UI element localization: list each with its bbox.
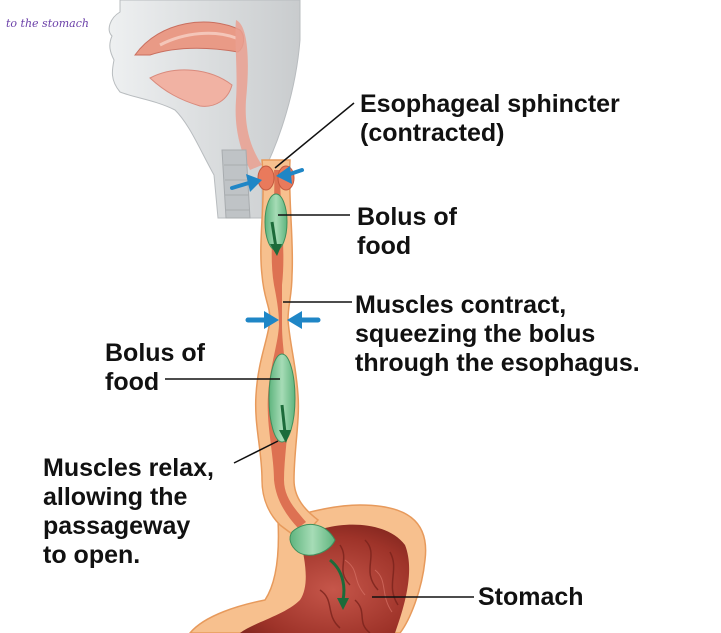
label-line: food: [357, 232, 412, 260]
label-line: allowing the: [43, 483, 188, 511]
movement-arrow-middle: [279, 404, 291, 443]
label-muscles-contract: Muscles contract, squeezing the bolus th…: [355, 291, 640, 378]
label-stomach: Stomach: [478, 583, 584, 611]
label-line: passageway: [43, 512, 191, 540]
label-line: squeezing the bolus: [355, 320, 596, 348]
label-line: food: [105, 368, 160, 396]
sphincter-squeeze-arrows: [230, 166, 304, 192]
bolus-entering-stomach: [289, 524, 336, 556]
label-line: (contracted): [360, 119, 505, 147]
label-bolus-top: Bolus of food: [357, 203, 457, 261]
label-line: Muscles relax,: [43, 454, 214, 482]
label-muscles-relax: Muscles relax, allowing the passageway t…: [43, 454, 214, 570]
bolus-middle: [268, 353, 296, 443]
label-line: Muscles contract,: [355, 291, 567, 319]
head-illustration: [108, 0, 301, 219]
handwritten-note: to the stomach: [6, 17, 89, 30]
stomach-illustration: [189, 504, 427, 633]
label-line: through the esophagus.: [355, 349, 640, 377]
label-line: Esophageal sphincter: [360, 90, 620, 118]
label-line: Bolus of: [105, 339, 205, 367]
leader-lines: [165, 102, 474, 598]
label-line: to open.: [43, 541, 141, 569]
movement-arrow-top: [270, 221, 282, 256]
contraction-squeeze-arrows: [245, 311, 321, 329]
label-line: Bolus of: [357, 203, 457, 231]
label-bolus-middle: Bolus of food: [105, 339, 205, 397]
label-esophageal-sphincter: Esophageal sphincter (contracted): [360, 90, 620, 148]
movement-arrow-stomach: [329, 558, 349, 610]
